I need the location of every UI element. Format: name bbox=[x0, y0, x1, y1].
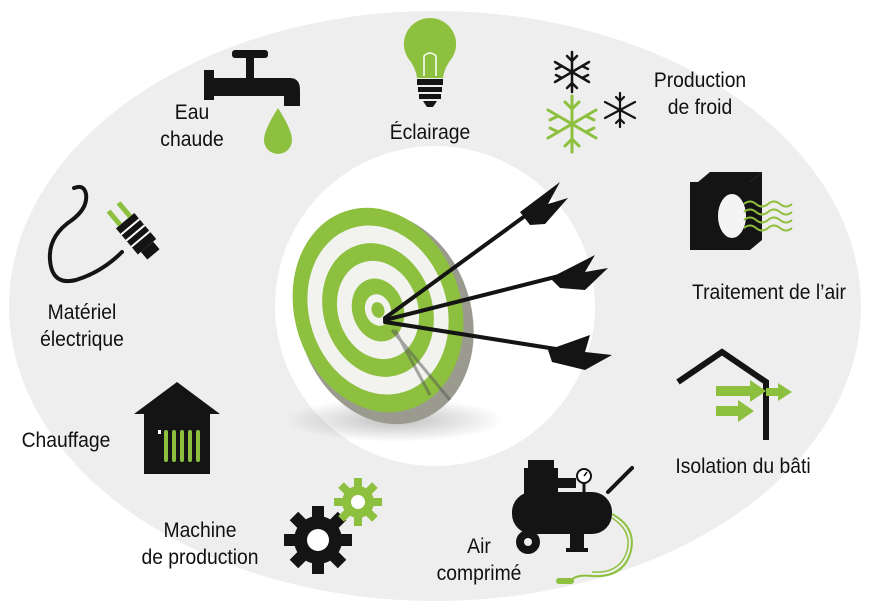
snowflakes-icon bbox=[546, 50, 637, 154]
air-compressor-icon bbox=[512, 460, 634, 584]
light-bulb-icon bbox=[403, 17, 457, 107]
house-radiator-icon bbox=[134, 382, 220, 474]
water-tap-icon bbox=[204, 50, 300, 154]
air-handling-unit-icon bbox=[690, 172, 793, 250]
label-isolation-du-bati: Isolation du bâti bbox=[675, 455, 811, 478]
gears-icon bbox=[284, 478, 382, 574]
label-traitement-de-l-air: Traitement de l’air bbox=[692, 281, 846, 304]
electric-plug-icon bbox=[47, 184, 160, 283]
label-eclairage: Éclairage bbox=[389, 121, 471, 144]
building-insulation-icon bbox=[676, 348, 792, 440]
label-chauffage: Chauffage bbox=[21, 429, 111, 452]
